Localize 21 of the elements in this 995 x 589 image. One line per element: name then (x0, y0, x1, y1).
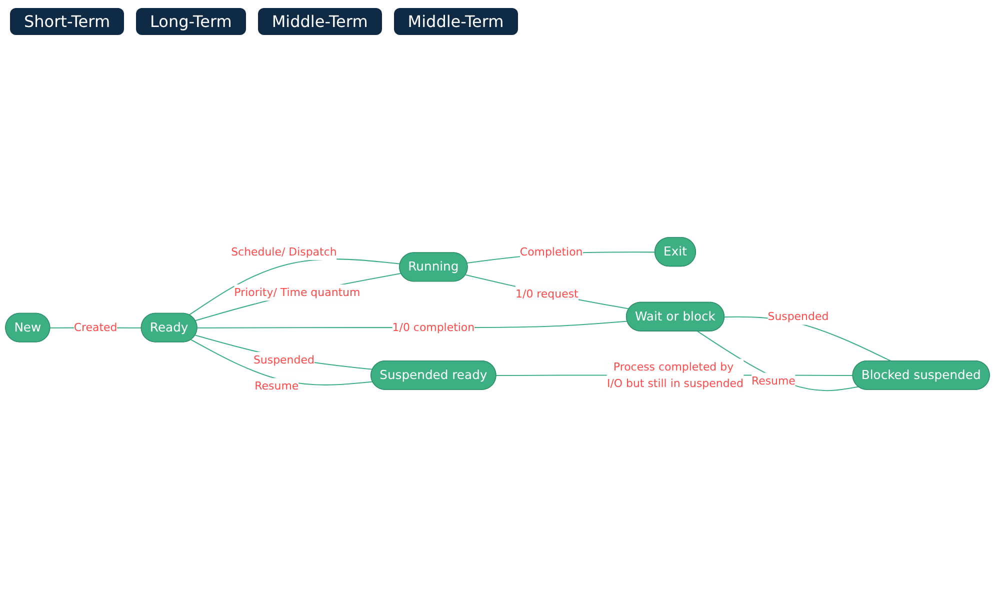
edge-label: 1/0 completion (392, 320, 475, 334)
phase-tag: Middle-Term (258, 8, 382, 35)
edge-label: Created (74, 320, 118, 334)
phase-tag: Middle-Term (394, 8, 518, 35)
edge-label: Suspended (253, 353, 314, 366)
edge-label: Resume (254, 379, 299, 392)
phase-tag: Short-Term (10, 8, 124, 35)
connector (697, 330, 858, 392)
edge-label: Completion (520, 245, 583, 258)
edge-label: Schedule/ Dispatch (231, 245, 337, 258)
connector (190, 339, 373, 386)
connector (195, 334, 373, 370)
edge-label: Process completed by I/O but still in suspended (606, 360, 744, 390)
edge-label: Priority/ Time quantum (234, 286, 360, 299)
edge-label: Resume (751, 374, 796, 388)
connector (195, 272, 402, 322)
phase-tag: Long-Term (136, 8, 246, 35)
edge-label: Suspended (768, 310, 829, 323)
connector (466, 274, 630, 310)
edge-label: 1/0 request (516, 287, 578, 300)
connector (188, 258, 400, 316)
